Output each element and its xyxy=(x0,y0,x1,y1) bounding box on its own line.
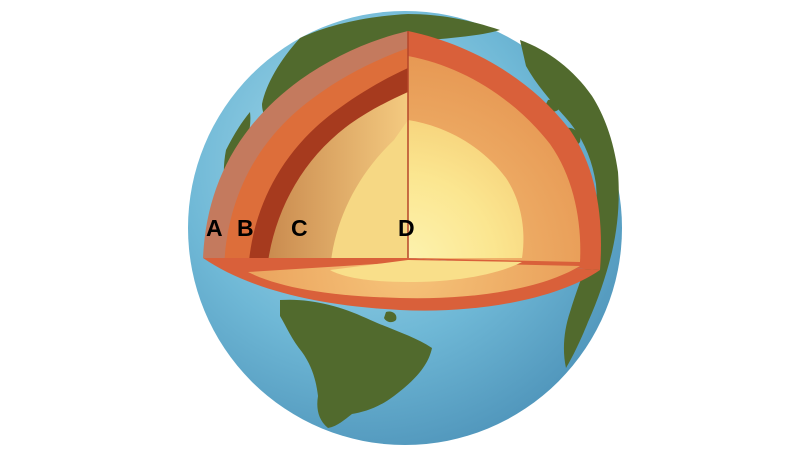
europe-africa-landmass xyxy=(520,40,619,368)
label-b: B xyxy=(237,215,254,241)
layer-d-left-face xyxy=(330,120,408,270)
label-a: A xyxy=(206,215,223,241)
island-landmass xyxy=(384,311,397,323)
cutaway-wedge xyxy=(203,31,601,311)
label-c: C xyxy=(291,215,308,241)
north-america-landmass xyxy=(262,14,500,132)
south-america-landmass xyxy=(280,299,432,428)
bottom-face-inner-core xyxy=(330,260,522,282)
right-face-inner-core xyxy=(408,120,524,258)
label-d: D xyxy=(398,215,415,241)
